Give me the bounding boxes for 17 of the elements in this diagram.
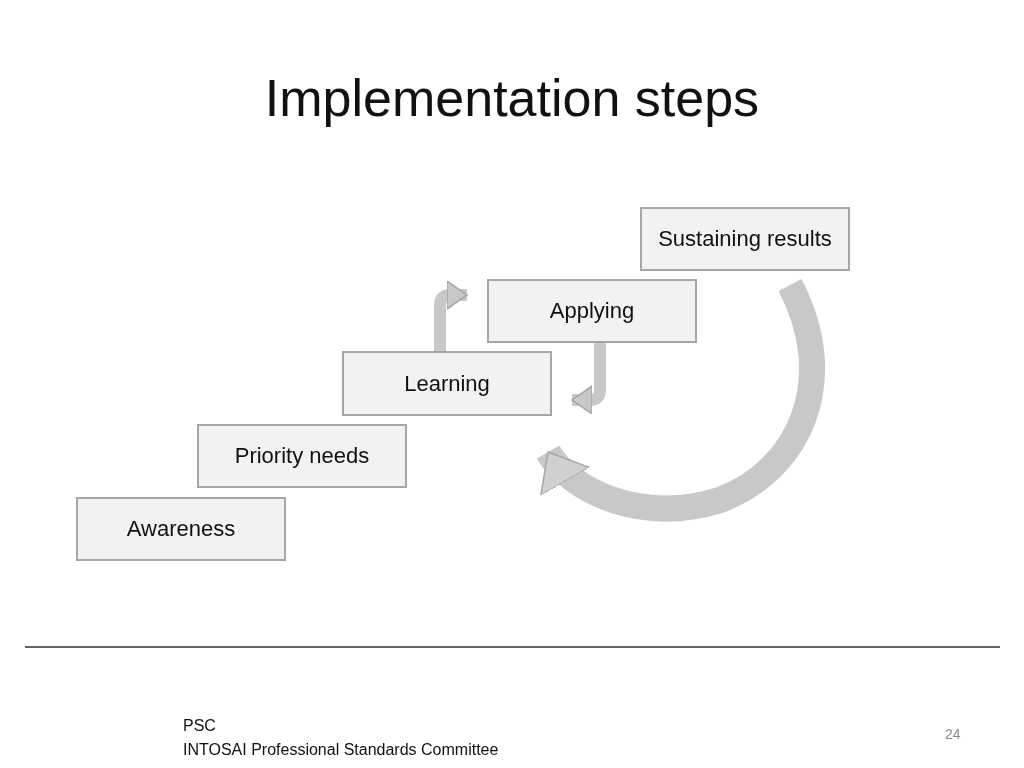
slide-title: Implementation steps <box>264 69 760 127</box>
bent-arrow <box>571 343 606 415</box>
step-label: Applying <box>549 298 635 324</box>
step-box <box>640 207 850 271</box>
step-box <box>487 279 697 343</box>
bent-arrow <box>434 280 468 351</box>
step-box <box>76 497 286 561</box>
footer-text: INTOSAI Professional Standards Committee <box>183 741 499 759</box>
step-label: Learning <box>404 370 490 397</box>
step-box <box>197 424 407 488</box>
footer-text: PSC <box>183 717 216 735</box>
step-label: Awareness <box>126 516 236 542</box>
step-box <box>342 351 552 416</box>
curved-arrow <box>537 279 825 522</box>
page-number: 24 <box>945 726 961 742</box>
step-label: Priority needs <box>234 443 370 469</box>
step-label: Sustaining results <box>658 226 832 252</box>
